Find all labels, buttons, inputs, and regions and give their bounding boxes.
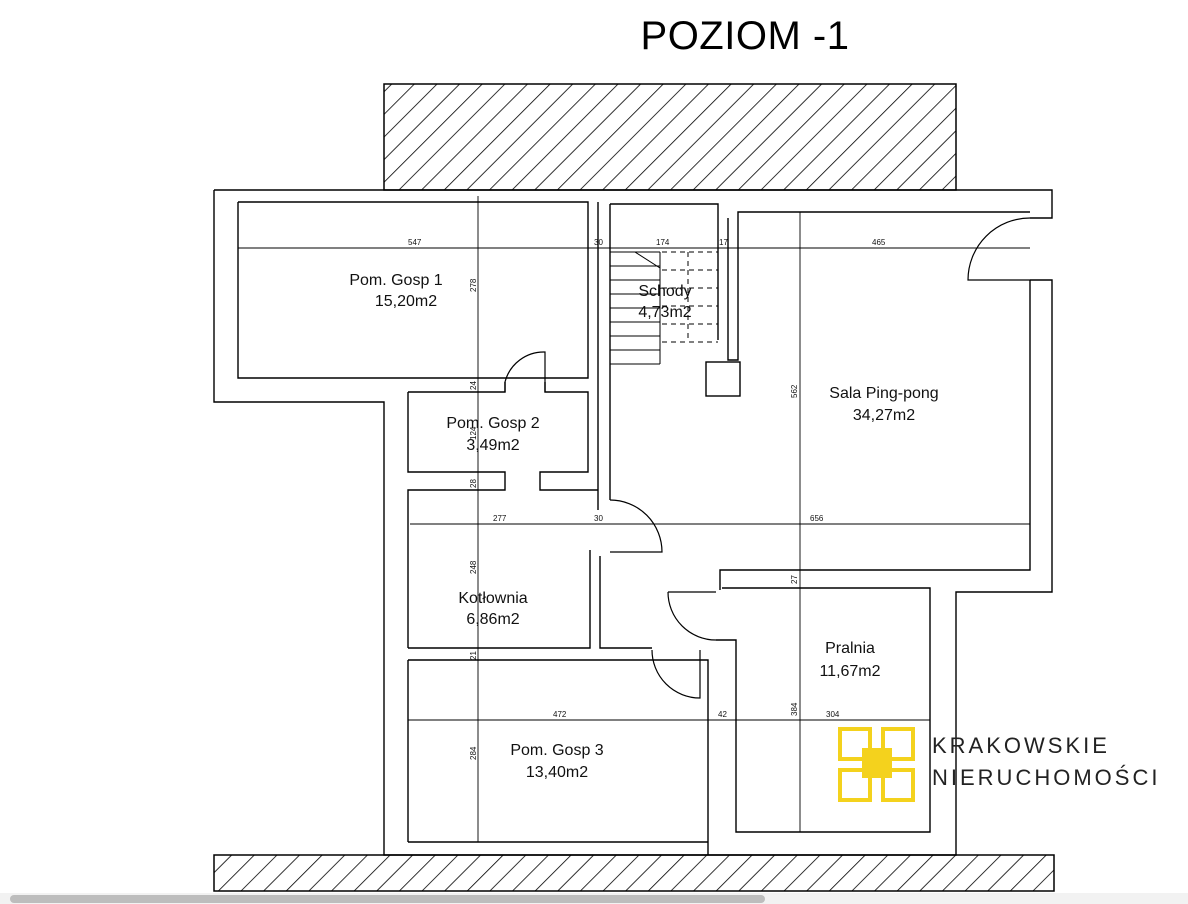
room-area: 34,27m2 <box>853 407 915 424</box>
dim-17: 17 <box>719 238 728 247</box>
hatched-ground-bottom <box>213 854 1055 892</box>
dim-384: 384 <box>790 702 799 716</box>
room-name: Sala Ping-pong <box>829 385 938 402</box>
room-name: Pom. Gosp 3 <box>510 742 603 759</box>
logo-line1: KRAKOWSKIE <box>932 733 1110 758</box>
dimension-lines <box>238 196 1030 842</box>
room-area: 6,86m2 <box>466 611 519 628</box>
room-area: 11,67m2 <box>819 663 880 680</box>
room-name: Schody <box>638 283 691 300</box>
dim-28: 28 <box>469 479 478 488</box>
room-name: Kotłownia <box>458 590 527 607</box>
dim-656: 656 <box>810 514 824 523</box>
dim-547: 547 <box>408 238 422 247</box>
dim-284: 284 <box>469 746 478 760</box>
dim-248: 248 <box>469 560 478 574</box>
room-name: Pom. Gosp 1 <box>349 272 442 289</box>
dim-42: 42 <box>718 710 727 719</box>
dim-304: 304 <box>826 710 840 719</box>
room-area: 15,20m2 <box>375 293 437 310</box>
dim-278: 278 <box>469 278 478 292</box>
dim-277: 277 <box>493 514 507 523</box>
room-name: Pom. Gosp 2 <box>446 415 539 432</box>
dim-124: 124 <box>469 426 478 440</box>
stairs <box>610 251 719 365</box>
room-area: 4,73m2 <box>638 304 691 321</box>
scrollbar-thumb[interactable] <box>10 895 765 903</box>
logo-mark-icon <box>838 727 915 802</box>
dim-174: 174 <box>656 238 670 247</box>
dimension-labels: 547 30 174 17 465 278 24 124 28 562 277 … <box>408 238 886 760</box>
page-title: POZIOM -1 <box>640 14 850 58</box>
dim-24a: 24 <box>469 381 478 390</box>
room-area: 3,49m2 <box>466 437 519 454</box>
dim-465: 465 <box>872 238 886 247</box>
doors <box>504 217 1031 699</box>
room-area: 13,40m2 <box>526 764 588 781</box>
room-name: Pralnia <box>825 640 875 657</box>
hatched-ground-top <box>383 83 957 191</box>
dim-472: 472 <box>553 710 567 719</box>
company-logo: KRAKOWSKIE NIERUCHOMOŚCI <box>838 727 1160 802</box>
outer-walls <box>213 189 1053 856</box>
dim-21: 21 <box>469 651 478 660</box>
logo-line2: NIERUCHOMOŚCI <box>932 765 1160 790</box>
dim-30b: 30 <box>594 514 603 523</box>
room-labels: Pom. Gosp 1 15,20m2 Schody 4,73m2 Sala P… <box>349 272 938 781</box>
dim-27: 27 <box>790 575 799 584</box>
interior-walls <box>407 202 931 855</box>
dim-30a: 30 <box>594 238 603 247</box>
dim-562: 562 <box>790 384 799 398</box>
